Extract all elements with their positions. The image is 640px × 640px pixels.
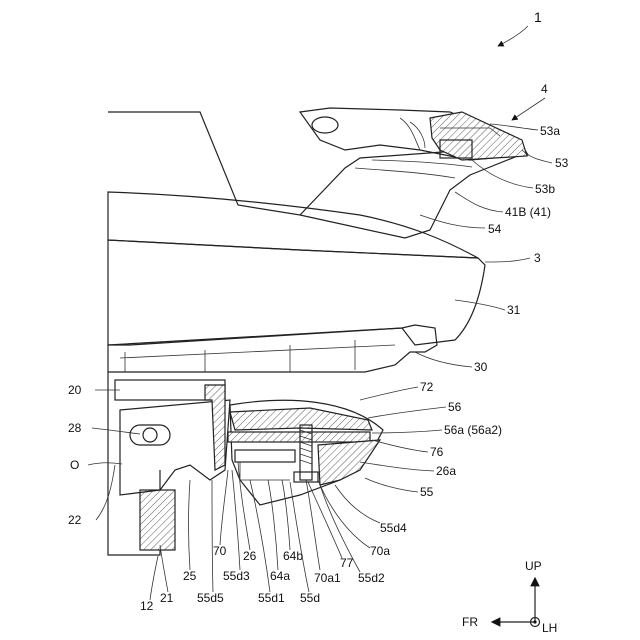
leader-54 — [420, 215, 485, 228]
label-55d1: 55d1 — [258, 591, 285, 605]
leader-55d4 — [335, 485, 380, 523]
leader-12 — [150, 556, 158, 600]
label-28: 28 — [68, 421, 82, 435]
direction-lh-label: LH — [542, 621, 557, 635]
label-53b: 53b — [535, 182, 555, 196]
seat-cushion-31 — [108, 240, 485, 345]
leader-55d3 — [232, 470, 240, 570]
leader-70 — [220, 470, 228, 545]
leader-64a — [268, 480, 278, 570]
label-56: 56 — [448, 400, 462, 414]
part-53-hatched — [430, 112, 527, 160]
label-25: 25 — [183, 569, 197, 583]
seat-base-inner — [120, 345, 395, 358]
part-64b-line — [240, 462, 290, 480]
part-76-hatched — [228, 432, 370, 442]
figure-leader — [498, 26, 528, 46]
leader-55 — [365, 478, 418, 492]
label-26: 26 — [243, 549, 257, 563]
direction-fr-label: FR — [462, 615, 478, 629]
label-77: 77 — [340, 556, 354, 570]
leader-21 — [160, 545, 168, 592]
leader-77 — [308, 482, 342, 558]
bracket-line — [400, 118, 420, 150]
label-20: 20 — [68, 383, 82, 397]
leader-26a — [360, 462, 434, 471]
label-70a: 70a — [370, 544, 390, 558]
label-72: 72 — [420, 380, 434, 394]
label-55d3: 55d3 — [223, 569, 250, 583]
label-22: 22 — [68, 513, 82, 527]
label-56a: 56a (56a2) — [444, 423, 502, 437]
leader-41b — [455, 192, 503, 212]
leader-30 — [415, 352, 472, 367]
leader-72 — [360, 387, 418, 400]
meter-hole — [312, 117, 338, 133]
leader-56 — [368, 407, 446, 418]
leader-55d5 — [212, 480, 213, 592]
figure-number: 1 — [534, 9, 542, 25]
direction-indicator: UP FR LH — [462, 559, 557, 635]
leader-55d — [290, 482, 309, 592]
label-O: O — [70, 458, 79, 472]
label-4: 4 — [541, 82, 548, 96]
label-70: 70 — [213, 544, 227, 558]
leader-3 — [485, 258, 530, 262]
direction-up-label: UP — [525, 559, 542, 573]
leader-64b — [282, 480, 290, 550]
leader-70a — [318, 480, 370, 548]
leader-22 — [96, 465, 115, 520]
leader-O — [88, 463, 122, 465]
label-55d2: 55d2 — [358, 571, 385, 585]
cover-inner-line-2 — [372, 160, 472, 167]
label-64b: 64b — [283, 549, 303, 563]
label-31: 31 — [507, 303, 521, 317]
label-21: 21 — [160, 591, 174, 605]
leader-53b — [472, 160, 533, 188]
cover-inner-line — [355, 168, 455, 178]
bolt-28 — [143, 428, 157, 442]
label-53a: 53a — [540, 124, 560, 138]
label-41b: 41B (41) — [505, 205, 551, 219]
label-55: 55 — [420, 485, 434, 499]
label-54: 54 — [488, 222, 502, 236]
seat-base-30 — [108, 325, 437, 372]
leader-76 — [372, 440, 428, 452]
label-64a: 64a — [270, 569, 290, 583]
frame-block-21 — [140, 490, 175, 550]
label-70a1: 70a1 — [314, 571, 341, 585]
leader-31 — [455, 300, 505, 310]
body-panel-shaded — [108, 192, 478, 258]
label-26a: 26a — [436, 464, 456, 478]
label-55d: 55d — [300, 591, 320, 605]
part-26a-hatched — [318, 440, 380, 485]
label-3: 3 — [534, 251, 541, 265]
leader-25 — [189, 480, 191, 570]
label-76: 76 — [430, 445, 444, 459]
label-53: 53 — [555, 156, 569, 170]
label-55d5: 55d5 — [197, 591, 224, 605]
leader-4 — [512, 98, 545, 120]
label-55d4: 55d4 — [380, 521, 407, 535]
bracket-hatched-vertical — [205, 385, 225, 470]
part-64 — [235, 450, 295, 462]
label-30: 30 — [474, 360, 488, 374]
label-12: 12 — [140, 599, 154, 613]
